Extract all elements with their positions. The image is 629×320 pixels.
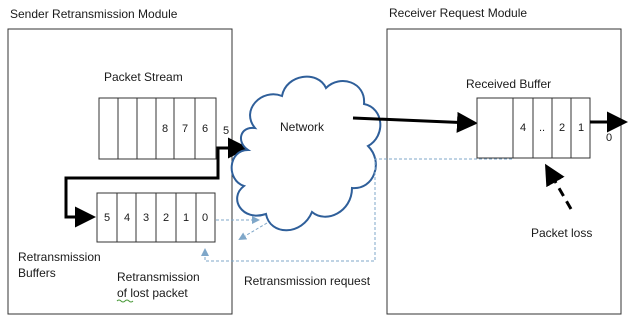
network-label: Network: [280, 120, 325, 134]
network-cloud: [230, 75, 382, 232]
stream-cell: 7: [182, 123, 188, 135]
packet-stream-label: Packet Stream: [104, 70, 183, 84]
received-buffer: 4 .. 2 1: [476, 97, 591, 159]
packet-loss-label: Packet loss: [531, 226, 592, 240]
received-cell: 2: [559, 122, 565, 134]
receiver-module-title: Receiver Request Module: [389, 6, 527, 20]
retransmission-request-label: Retransmission request: [244, 274, 371, 288]
sender-module-box: [7, 28, 233, 315]
retransmission-lost-label-line2: of lost packet: [117, 286, 188, 300]
retransmission-buffers-label-line2: Buffers: [18, 266, 56, 280]
stream-cell: 6: [202, 123, 208, 135]
spellcheck-underline: [116, 299, 134, 303]
stream-cell: 8: [162, 123, 168, 135]
received-cell: 1: [578, 122, 584, 134]
buffer-cell: 4: [124, 212, 130, 224]
buffer-cell: 2: [163, 212, 169, 224]
retransmission-buffer: 5 4 3 2 1 0: [96, 192, 216, 243]
received-outgoing-packet: 0: [606, 132, 612, 144]
received-cell: 4: [520, 122, 526, 134]
retransmission-lost-label-line1: Retransmission: [117, 270, 200, 284]
network-retransmit-link: [238, 222, 268, 241]
received-buffer-label: Received Buffer: [466, 77, 551, 91]
receiver-module-box: [386, 28, 622, 315]
buffer-cell: 1: [183, 212, 189, 224]
received-cell: ..: [539, 122, 545, 134]
packet-stream-buffer: 8 7 6: [98, 97, 217, 160]
buffer-cell: 5: [104, 212, 110, 224]
stream-outgoing-packet: 5: [223, 125, 229, 137]
sender-module-title: Sender Retransmission Module: [10, 7, 178, 21]
network-to-receiver-arrow: [352, 111, 478, 133]
buffer-cell: 0: [202, 212, 208, 224]
retransmission-request-path: [201, 158, 512, 262]
packet-loss-arrow: [545, 163, 573, 210]
retransmission-buffers-label-line1: Retransmission: [18, 250, 101, 264]
buffer-cell: 3: [143, 212, 149, 224]
